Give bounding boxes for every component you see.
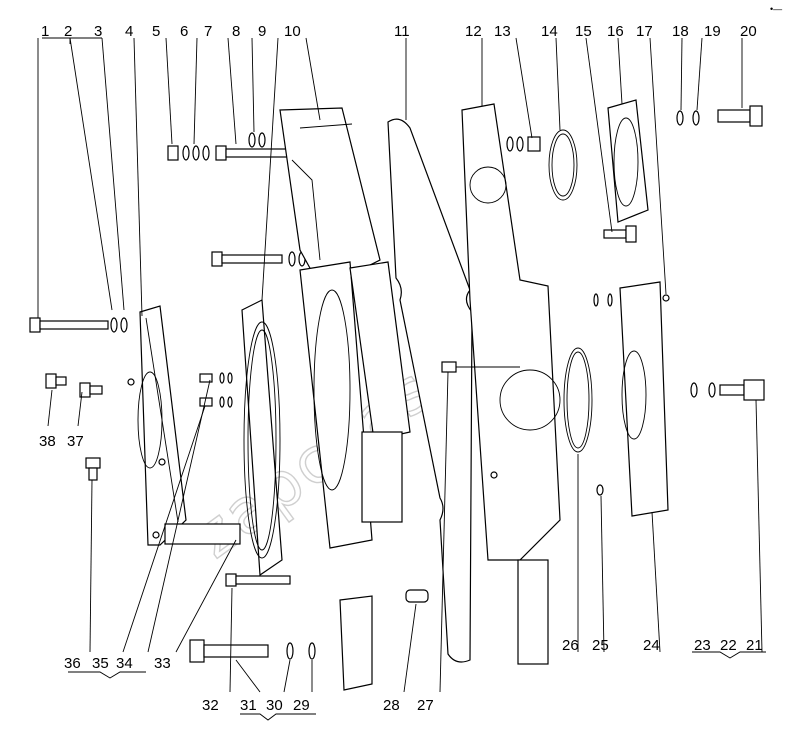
callout-10: 10 [284,23,301,40]
callout-22: 22 [720,637,737,654]
callout-25: 25 [592,637,609,654]
washers-17 [593,293,613,307]
callout-24: 24 [643,637,660,654]
callout-20: 20 [740,23,757,40]
corner-mark: •— [770,4,782,14]
callout-28: 28 [383,697,400,714]
callouts-bottom: 38 37 36 35 34 33 32 31 30 29 28 27 26 2… [39,433,763,714]
callout-36: 36 [64,655,81,672]
callout-33: 33 [154,655,171,672]
o-ring-26 [563,347,593,453]
callout-12: 12 [465,23,482,40]
bolt-36 [85,457,101,481]
callout-leaders [37,37,766,721]
callout-27: 27 [417,697,434,714]
cover-plate-4 [127,305,187,546]
callout-7: 7 [204,23,212,40]
bolt-29-31 [189,639,316,663]
callout-11: 11 [394,23,410,40]
bolt-8 [248,132,266,148]
callout-9: 9 [258,23,266,40]
bearing-block [339,261,411,691]
callout-26: 26 [562,637,579,654]
bolt-mid [211,251,316,267]
callout-34: 34 [116,655,133,672]
bolt-21-23 [690,379,765,401]
callout-13: 13 [494,23,511,40]
callout-2: 2 [64,23,72,40]
callouts-top: 1 2 3 4 5 6 7 8 9 10 11 12 13 14 15 16 1… [41,23,757,40]
callout-3: 3 [94,23,102,40]
callout-18: 18 [672,23,689,40]
callout-29: 29 [293,697,310,714]
callout-16: 16 [607,23,624,40]
gasket-11 [387,118,473,663]
gasket-9 [241,299,283,577]
callout-23: 23 [694,637,711,654]
washer-18-19 [676,110,700,126]
callout-17: 17 [636,23,653,40]
flange-24 [619,281,670,517]
o-ring-14 [548,129,578,201]
bolt-5-7 [167,145,297,161]
pin-34-35 [199,372,233,408]
bolt-27 [441,361,520,373]
callout-14: 14 [541,23,558,40]
callout-31: 31 [240,697,257,714]
ring-25 [596,484,604,496]
seal-16 [607,99,649,223]
callout-19: 19 [704,23,721,40]
callout-4: 4 [125,23,133,40]
bolt-15 [603,225,637,243]
callout-30: 30 [266,697,283,714]
callout-32: 32 [202,697,219,714]
bolt-38 [45,373,67,389]
callout-5: 5 [152,23,160,40]
callout-1: 1 [41,23,49,40]
callout-21: 21 [746,637,763,654]
housing-12 [461,103,561,665]
bolt-32 [225,573,291,587]
callout-15: 15 [575,23,592,40]
callout-6: 6 [180,23,188,40]
callout-8: 8 [232,23,240,40]
callout-38: 38 [39,433,56,450]
shaft-33 [164,523,241,545]
bolt-37 [79,382,103,398]
pin-28 [405,589,429,603]
bolt-1 [29,317,128,333]
callout-37: 37 [67,433,84,450]
bolt-13 [506,136,541,152]
callout-35: 35 [92,655,109,672]
bolt-20 [717,105,763,127]
